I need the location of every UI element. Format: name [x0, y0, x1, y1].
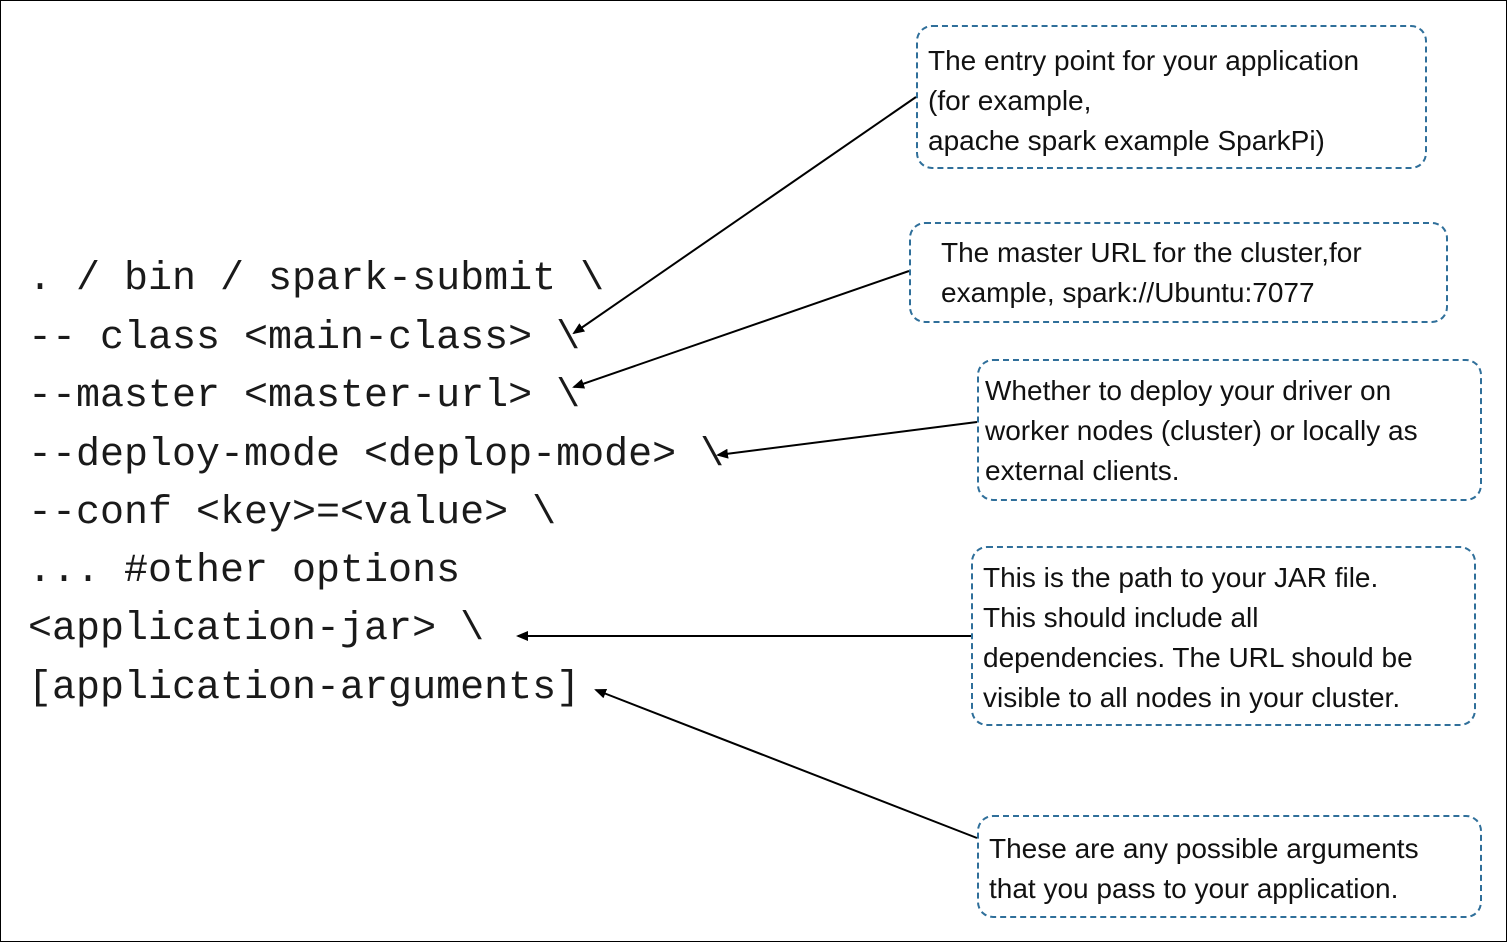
- note-deploy-mode-line: external clients.: [985, 455, 1180, 486]
- note-deploy-mode: Whether to deploy your driver on worker …: [977, 359, 1482, 501]
- arrow-master-url: [572, 270, 910, 389]
- code-line-application-arguments: [application-arguments]: [28, 666, 581, 711]
- note-entry-point: The entry point for your application (fo…: [916, 25, 1427, 169]
- code-line-deploy-mode: --deploy-mode <deplop-mode> \: [28, 433, 725, 478]
- note-entry-point-line: (for example,: [928, 85, 1092, 116]
- note-master-url-line: The master URL for the cluster,for: [941, 237, 1362, 268]
- code-line-other-options: ... #other options: [28, 549, 461, 594]
- note-entry-point-line: apache spark example SparkPi): [928, 125, 1325, 156]
- note-application-jar: This is the path to your JAR file. This …: [971, 546, 1476, 726]
- code-line-master: --master <master-url> \: [28, 374, 581, 419]
- arrow-application-arguments: [594, 688, 978, 839]
- code-line-conf: --conf <key>=<value> \: [28, 491, 557, 536]
- code-line-spark-submit: . / bin / spark-submit \: [28, 257, 605, 302]
- code-line-application-jar: <application-jar> \: [28, 607, 485, 652]
- note-application-jar-line: visible to all nodes in your cluster.: [983, 682, 1401, 713]
- note-application-arguments: These are any possible arguments that yo…: [977, 815, 1482, 918]
- arrow-entry-point: [572, 96, 917, 335]
- note-application-jar-line: This is the path to your JAR file.: [983, 562, 1379, 593]
- code-line-class: -- class <main-class> \: [28, 316, 581, 361]
- note-application-jar-line: This should include all: [983, 602, 1259, 633]
- note-deploy-mode-line: worker nodes (cluster) or locally as: [985, 415, 1418, 446]
- note-application-arguments-line: These are any possible arguments: [989, 833, 1419, 864]
- note-master-url: The master URL for the cluster,for examp…: [909, 222, 1448, 323]
- note-master-url-line: example, spark://Ubuntu:7077: [941, 277, 1315, 308]
- note-application-jar-line: dependencies. The URL should be: [983, 642, 1413, 673]
- note-deploy-mode-line: Whether to deploy your driver on: [985, 375, 1392, 406]
- arrow-deploy-mode: [716, 421, 978, 459]
- note-application-arguments-line: that you pass to your application.: [989, 873, 1399, 904]
- note-entry-point-line: The entry point for your application: [928, 45, 1360, 76]
